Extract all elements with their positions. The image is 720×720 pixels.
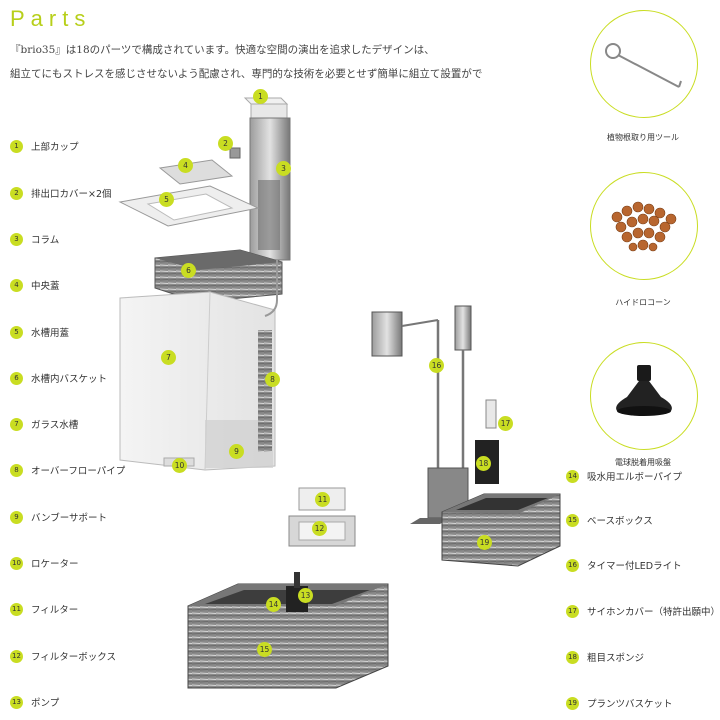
pipe-line: [264, 260, 278, 317]
badge-13: 13: [298, 588, 313, 603]
badge-1: 1: [253, 89, 268, 104]
accessory-circle-tool: [590, 10, 698, 118]
intro-line-2: 組立てにもストレスを感じさせないよう配慮され、専門的な技術を必要とせず簡単に組立…: [10, 68, 483, 80]
led-light: [371, 305, 472, 524]
intro-text: 『brio35』は18のパーツで構成されています。快適な空間の演出を追求したデザ…: [10, 38, 570, 86]
accessory-caption: 電球脱着用吸盤: [615, 458, 671, 467]
outlet-cover: [229, 147, 241, 159]
badge-7: 7: [161, 350, 176, 365]
badge-6: 6: [181, 263, 196, 278]
badge-4: 4: [178, 158, 193, 173]
accessory-circle-suction: [590, 342, 698, 450]
suction-cup-icon: [616, 365, 672, 416]
badge-11: 11: [315, 492, 330, 507]
tank-lid: [118, 185, 260, 227]
badge-12: 12: [312, 521, 327, 536]
accessory-caption: ハイドロコーン: [615, 298, 671, 307]
intro-line-1: 『brio35』は18のパーツで構成されています。快適な空間の演出を追求したデザ…: [10, 44, 435, 56]
badge-2: 2: [218, 136, 233, 151]
plant-root-tool-icon: [605, 43, 682, 88]
badge-16: 16: [429, 358, 444, 373]
overflow-pipe: [258, 330, 272, 452]
hydro-corn-icon: [611, 201, 677, 252]
accessory-caption: 植物根取り用ツール: [607, 133, 679, 142]
badge-5: 5: [159, 192, 174, 207]
badge-8: 8: [265, 372, 280, 387]
badge-18: 18: [476, 456, 491, 471]
badge-17: 17: [498, 416, 513, 431]
base-box: [187, 572, 389, 689]
badge-9: 9: [229, 444, 244, 459]
badge-14: 14: [266, 597, 281, 612]
badge-10: 10: [172, 458, 187, 473]
column: [249, 117, 291, 261]
badge-15: 15: [257, 642, 272, 657]
accessory-circle-hydro: [590, 172, 698, 280]
page-title: Parts: [10, 6, 92, 31]
badge-19: 19: [477, 535, 492, 550]
glass-tank: [119, 291, 276, 471]
badge-3: 3: [276, 161, 291, 176]
center-lid: [158, 159, 234, 185]
plants-basket: [441, 493, 561, 567]
siphon-cover: [485, 399, 497, 429]
